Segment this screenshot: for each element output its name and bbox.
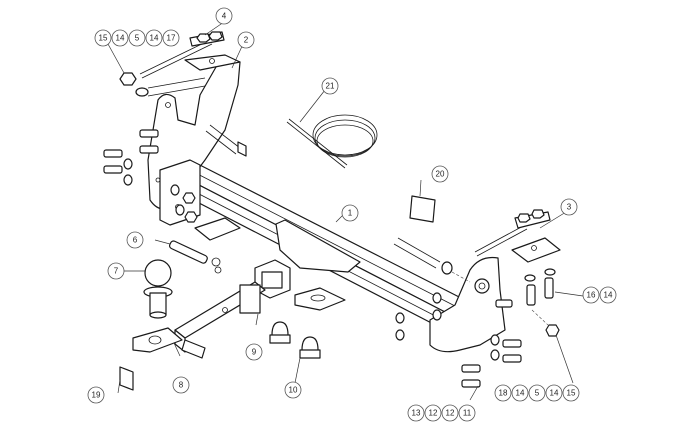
callout-label: 10: [289, 386, 298, 395]
callout-label: 15: [99, 34, 108, 43]
callout-19: 19: [87, 386, 105, 404]
callout-label: 11: [463, 409, 472, 418]
callout-label: 2: [244, 36, 249, 45]
shackles: [269, 321, 321, 359]
callout-group-bottom-middle: 13 12 12 11: [407, 404, 476, 422]
callout-1: 1: [341, 204, 359, 222]
callout-group-bottom-right: 18 14 5 14 15: [494, 384, 580, 402]
callout-label: 6: [133, 236, 138, 245]
callout-label: 19: [92, 391, 101, 400]
receiver-collar: [239, 284, 261, 314]
callout-4: 4: [215, 7, 233, 25]
callout-label: 1: [348, 209, 353, 218]
main-crossbar: [169, 159, 466, 331]
callout-label: 14: [550, 389, 559, 398]
callout-label: 9: [252, 348, 257, 357]
left-side-bracket: [147, 54, 241, 226]
wiring-loom: [286, 114, 378, 169]
tow-ball: [143, 259, 173, 319]
callout-9: 9: [245, 343, 263, 361]
callout-7: 7: [107, 262, 125, 280]
callout-label: 14: [150, 34, 159, 43]
callout-10: 10: [284, 381, 302, 399]
callout-label: 5: [135, 34, 140, 43]
callout-label: 20: [436, 170, 445, 179]
right-fasteners: [393, 237, 560, 388]
callout-2: 2: [237, 31, 255, 49]
label-plate: [409, 195, 436, 223]
decal: [119, 366, 134, 391]
callout-label: 18: [499, 389, 508, 398]
callout-6: 6: [126, 231, 144, 249]
leader-lines: [107, 21, 584, 401]
callout-group-16-14: 16 14: [582, 286, 617, 304]
callout-label: 16: [587, 291, 596, 300]
callout-label: 14: [116, 34, 125, 43]
right-side-bracket: [429, 209, 561, 353]
callout-label: 8: [179, 381, 184, 390]
callout-label: 14: [516, 389, 525, 398]
callout-21: 21: [321, 77, 339, 95]
callout-label: 14: [604, 291, 613, 300]
callout-20: 20: [431, 165, 449, 183]
callout-label: 15: [567, 389, 576, 398]
callout-3: 3: [560, 198, 578, 216]
mount-plate: [194, 217, 241, 241]
callout-label: 4: [222, 12, 227, 21]
left-fasteners: [103, 31, 247, 223]
callout-label: 17: [167, 34, 176, 43]
callout-label: 3: [567, 203, 572, 212]
callout-label: 21: [326, 82, 335, 91]
callout-label: 12: [429, 409, 438, 418]
callout-group-top-left: 15 14 5 14 17: [94, 29, 180, 47]
callout-label: 12: [446, 409, 455, 418]
callout-label: 13: [412, 409, 421, 418]
hitch-pin: [169, 240, 222, 274]
callout-label: 7: [114, 267, 119, 276]
callout-8: 8: [172, 376, 190, 394]
callout-label: 5: [535, 389, 540, 398]
